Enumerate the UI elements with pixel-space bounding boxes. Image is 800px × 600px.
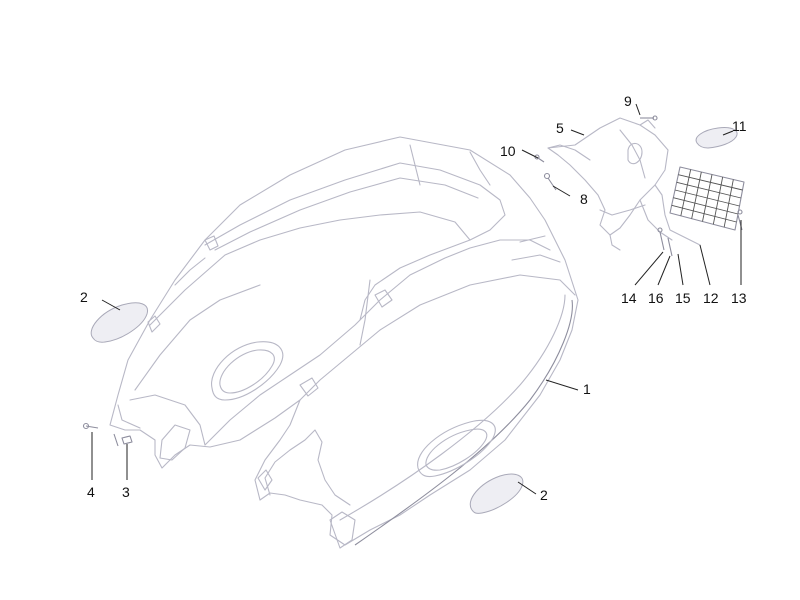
light-housing-bracket <box>547 117 701 251</box>
screw-part-9 <box>640 115 658 121</box>
callout-14: 14 <box>621 290 637 306</box>
rear-body-cover <box>109 136 579 549</box>
callout-labels: 1 2 2 3 4 5 8 9 10 11 12 13 14 15 16 <box>80 93 747 503</box>
callout-1: 1 <box>583 381 591 397</box>
leader-lines <box>91 103 742 495</box>
callout-16: 16 <box>648 290 664 306</box>
pad-part-11 <box>695 127 738 149</box>
callout-13: 13 <box>731 290 747 306</box>
grille-line <box>671 204 737 223</box>
screw-part-10 <box>534 154 545 163</box>
callout-5: 5 <box>556 120 564 136</box>
callout-8: 8 <box>580 191 588 207</box>
screw-part-8 <box>543 172 557 191</box>
screw-part-4 <box>82 422 99 430</box>
screw-part-14 <box>657 227 665 251</box>
callout-2-left: 2 <box>80 289 88 305</box>
callout-4: 4 <box>87 484 95 500</box>
screw-part-16 <box>667 237 673 257</box>
callout-15: 15 <box>675 290 691 306</box>
callout-2-right: 2 <box>540 487 548 503</box>
mesh-grille <box>669 166 745 231</box>
callout-10: 10 <box>500 143 516 159</box>
clip-part-3 <box>113 433 133 447</box>
callout-12: 12 <box>703 290 719 306</box>
callout-3: 3 <box>122 484 130 500</box>
badge-right <box>469 473 524 514</box>
callout-9: 9 <box>624 93 632 109</box>
badge-left <box>90 302 149 343</box>
callout-11: 11 <box>732 118 747 134</box>
